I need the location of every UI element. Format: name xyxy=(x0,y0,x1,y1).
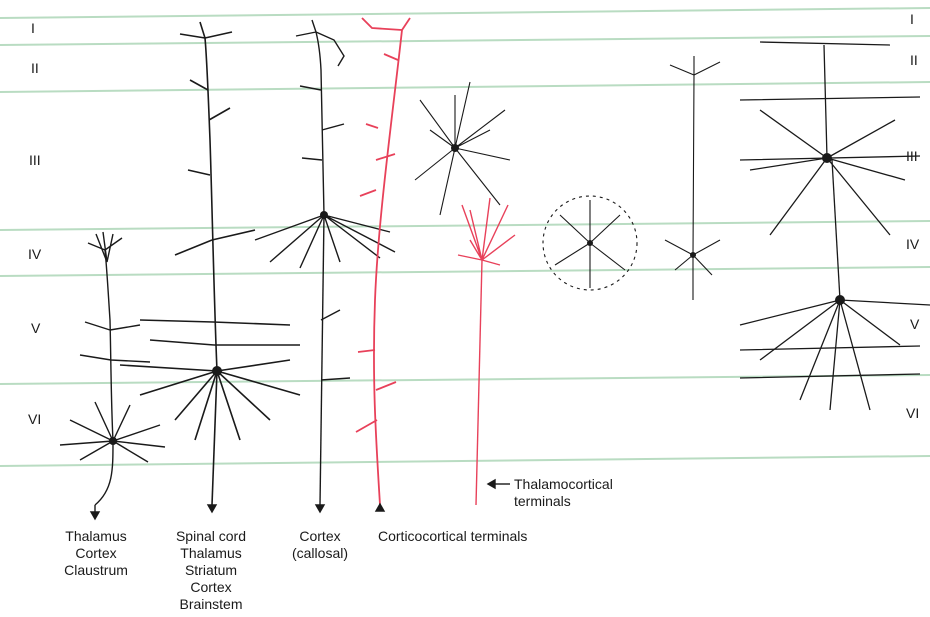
soma xyxy=(835,295,845,305)
layer-boundary-line xyxy=(0,8,930,18)
layer-iii-callosal-neuron xyxy=(255,20,395,505)
layer-label-left-iv: IV xyxy=(28,246,41,263)
layer-label-right-vi: VI xyxy=(906,405,919,422)
soma xyxy=(690,252,696,258)
layer-label-left-v: V xyxy=(31,320,40,337)
layer-label-left-i: I xyxy=(31,20,35,37)
layer-label-right-iv: IV xyxy=(906,236,919,253)
target-text: Brainstem xyxy=(163,596,259,613)
arrow-down-icon xyxy=(316,505,324,512)
soma xyxy=(109,437,117,445)
arrow-down-icon xyxy=(208,505,216,512)
layer-label-left-vi: VI xyxy=(28,411,41,428)
layer-boundary-line xyxy=(0,36,930,45)
arrow-up-icon xyxy=(376,504,384,511)
arrow-left-icon xyxy=(488,480,495,488)
target-text: Thalamus xyxy=(163,545,259,562)
target-text: Cortex xyxy=(163,579,259,596)
target-text: Cortex xyxy=(50,545,142,562)
layer-boundaries xyxy=(0,8,930,466)
target-text: Cortex xyxy=(285,528,355,545)
target-text: (callosal) xyxy=(285,545,355,562)
target-text: Thalamus xyxy=(50,528,142,545)
layer-boundary-line xyxy=(0,82,930,92)
soma xyxy=(587,240,593,246)
double-bouquet-cell xyxy=(665,56,720,300)
target-text: Spinal cord xyxy=(163,528,259,545)
layer-label-right-v: V xyxy=(910,316,919,333)
thalamocortical-text: terminals xyxy=(514,493,613,510)
layer-label-right-i: I xyxy=(910,11,914,28)
layer-label-left-iii: III xyxy=(29,152,41,169)
target-text: Claustrum xyxy=(50,562,142,579)
thalamocortical-terminals-label: Thalamocortical terminals xyxy=(514,476,613,510)
target-text: Striatum xyxy=(163,562,259,579)
soma xyxy=(212,366,222,376)
thalamocortical-fiber xyxy=(458,198,515,505)
soma xyxy=(822,153,832,163)
target-label-col1: Thalamus Cortex Claustrum xyxy=(50,528,142,579)
layer-label-left-ii: II xyxy=(31,60,39,77)
corticocortical-terminals-label: Corticocortical terminals xyxy=(378,528,527,545)
right-pyramidal-neurons xyxy=(740,42,930,410)
soma xyxy=(451,144,459,152)
spiny-stellate-neuron xyxy=(415,82,510,215)
layer-label-right-ii: II xyxy=(910,52,918,69)
layer-label-right-iii: III xyxy=(906,148,918,165)
layer-boundary-line xyxy=(0,221,930,230)
target-label-col2: Spinal cord Thalamus Striatum Cortex Bra… xyxy=(163,528,259,613)
soma xyxy=(320,211,328,219)
layer-boundary-line xyxy=(0,267,930,276)
arrows xyxy=(91,480,510,519)
target-label-col3: Cortex (callosal) xyxy=(285,528,355,562)
thalamocortical-text: Thalamocortical xyxy=(514,476,613,493)
arrow-down-icon xyxy=(91,512,99,519)
corticocortical-fiber xyxy=(356,18,410,505)
layer-v-pyramidal-neuron xyxy=(120,22,300,505)
